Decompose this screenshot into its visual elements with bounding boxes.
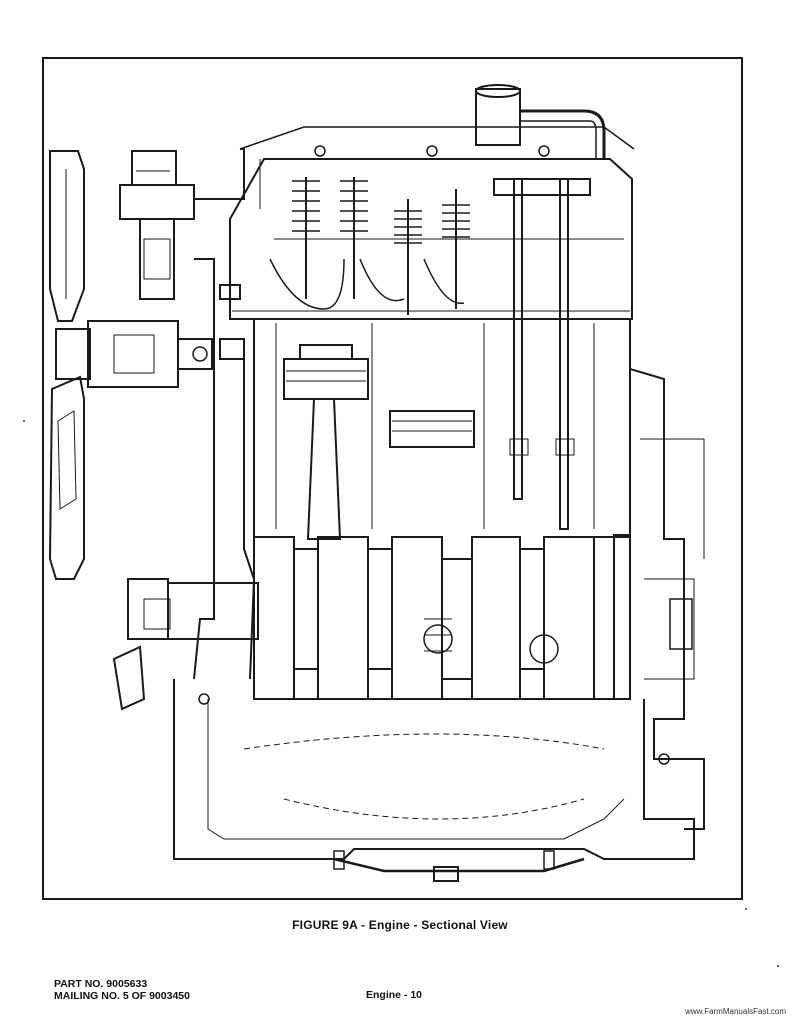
fan-blade-lower bbox=[48, 375, 85, 580]
injector bbox=[475, 84, 606, 159]
timing-cover bbox=[193, 258, 256, 680]
bolts bbox=[198, 145, 670, 765]
part-number-block: PART NO. 9005633 MAILING NO. 5 OF 900345… bbox=[54, 978, 190, 1002]
oil-pan bbox=[173, 679, 695, 882]
mailing-number: MAILING NO. 5 OF 9003450 bbox=[54, 990, 190, 1002]
piston-2 bbox=[389, 410, 475, 448]
page-number: Engine - 10 bbox=[366, 989, 423, 1001]
crankshaft bbox=[253, 536, 631, 700]
fan-blade-upper bbox=[49, 150, 85, 322]
piston bbox=[283, 344, 369, 540]
water-pump-hub bbox=[55, 320, 213, 388]
website-watermark: www.FarmManualsFast.com bbox=[685, 1007, 786, 1016]
push-rods bbox=[509, 178, 575, 530]
rocker-cover bbox=[239, 126, 635, 196]
flywheel-housing bbox=[629, 368, 705, 830]
thermostat-housing bbox=[119, 148, 245, 300]
cylinder-head bbox=[229, 158, 633, 320]
scan-speck bbox=[745, 908, 747, 910]
valve-springs bbox=[292, 177, 470, 315]
cylinder-head-ports bbox=[269, 258, 465, 310]
crankshaft-pulley bbox=[112, 578, 259, 711]
figure-caption: FIGURE 9A - Engine - Sectional View bbox=[292, 918, 508, 932]
engine-sectional-drawing bbox=[48, 84, 705, 882]
scan-speck bbox=[777, 965, 779, 967]
scan-speck bbox=[23, 420, 25, 422]
figure-frame bbox=[42, 57, 743, 900]
part-number: PART NO. 9005633 bbox=[54, 978, 148, 990]
